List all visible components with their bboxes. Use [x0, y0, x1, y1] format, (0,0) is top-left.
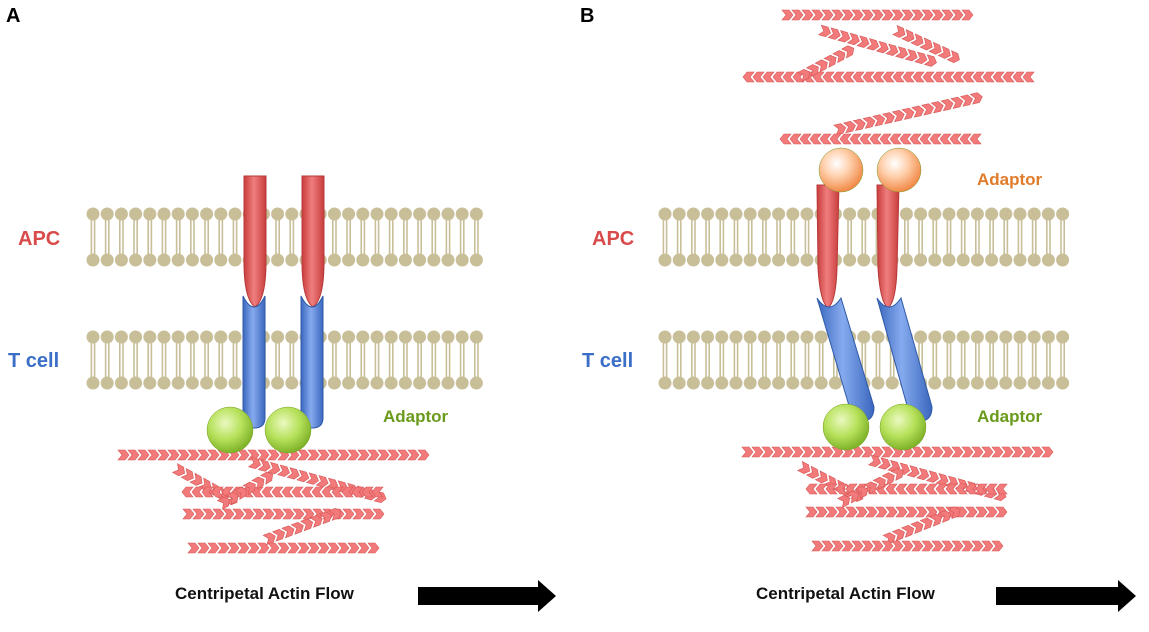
actin-b-row4 [741, 446, 1054, 458]
panel-b-tcell-label: T cell [582, 350, 634, 372]
panel-a-tcell-label: T cell [8, 350, 60, 372]
adaptors [206, 147, 927, 454]
actin-a-diag3 [216, 471, 274, 510]
adaptor-ball-a1 [206, 406, 254, 454]
apc-receptor-b1 [816, 184, 840, 309]
actin-b-row3 [779, 133, 982, 145]
panel-b-apc-label: APC [592, 228, 635, 250]
flow-arrows [418, 580, 1136, 612]
actin-a-row4 [187, 542, 380, 554]
flow-arrow-a [418, 580, 556, 612]
adaptor-ball-b-top1 [818, 147, 864, 193]
adaptor-ball-b-top2 [876, 147, 922, 193]
actin-b-row5 [805, 483, 1008, 495]
actin-b-diag1 [817, 24, 937, 67]
apc-receptor-a2 [301, 175, 325, 308]
apc-receptor-a1 [243, 175, 267, 308]
apc-membrane-b [658, 207, 1070, 267]
actin-b-diag3 [796, 45, 855, 82]
actin-b-row7 [811, 540, 1004, 552]
membranes [86, 207, 1070, 390]
panel-b-letter: B [580, 5, 595, 27]
actin-b-row6 [805, 506, 1008, 518]
actin-a-row1 [117, 449, 430, 461]
receptors [242, 175, 933, 429]
actin-b-diag2 [892, 24, 960, 63]
actin-b-row1 [781, 9, 974, 21]
actin-b-diag4 [833, 92, 983, 136]
tcr-b2 [876, 296, 933, 422]
panel-a-apc-label: APC [18, 228, 61, 250]
actin-a-row3 [182, 508, 385, 520]
actin-b-diag6 [868, 454, 1007, 502]
adaptor-ball-b1 [822, 403, 870, 451]
actin-a-row2 [181, 486, 384, 498]
actin-b-row2 [742, 71, 1035, 83]
panel-a-adaptor-label: Adaptor [383, 407, 449, 426]
panel-b-caption: Centripetal Actin Flow [756, 584, 935, 603]
actin-filaments [117, 9, 1054, 554]
tcr-a1 [242, 295, 266, 429]
panel-a-letter: A [6, 5, 21, 27]
panel-a-caption: Centripetal Actin Flow [175, 584, 354, 603]
tcr-a2 [300, 295, 324, 429]
panel-b-adaptor-top-label: Adaptor [977, 170, 1043, 189]
adaptor-ball-a2 [264, 406, 312, 454]
apc-membrane-a [86, 207, 483, 267]
apc-receptor-b2 [876, 184, 900, 309]
flow-arrow-b [996, 580, 1136, 612]
panel-b-adaptor-bottom-label: Adaptor [977, 407, 1043, 426]
actin-a-diag4 [262, 508, 342, 546]
actin-b-diag7 [837, 467, 904, 509]
tcell-membrane-a [86, 330, 483, 390]
adaptor-ball-b2 [879, 403, 927, 451]
